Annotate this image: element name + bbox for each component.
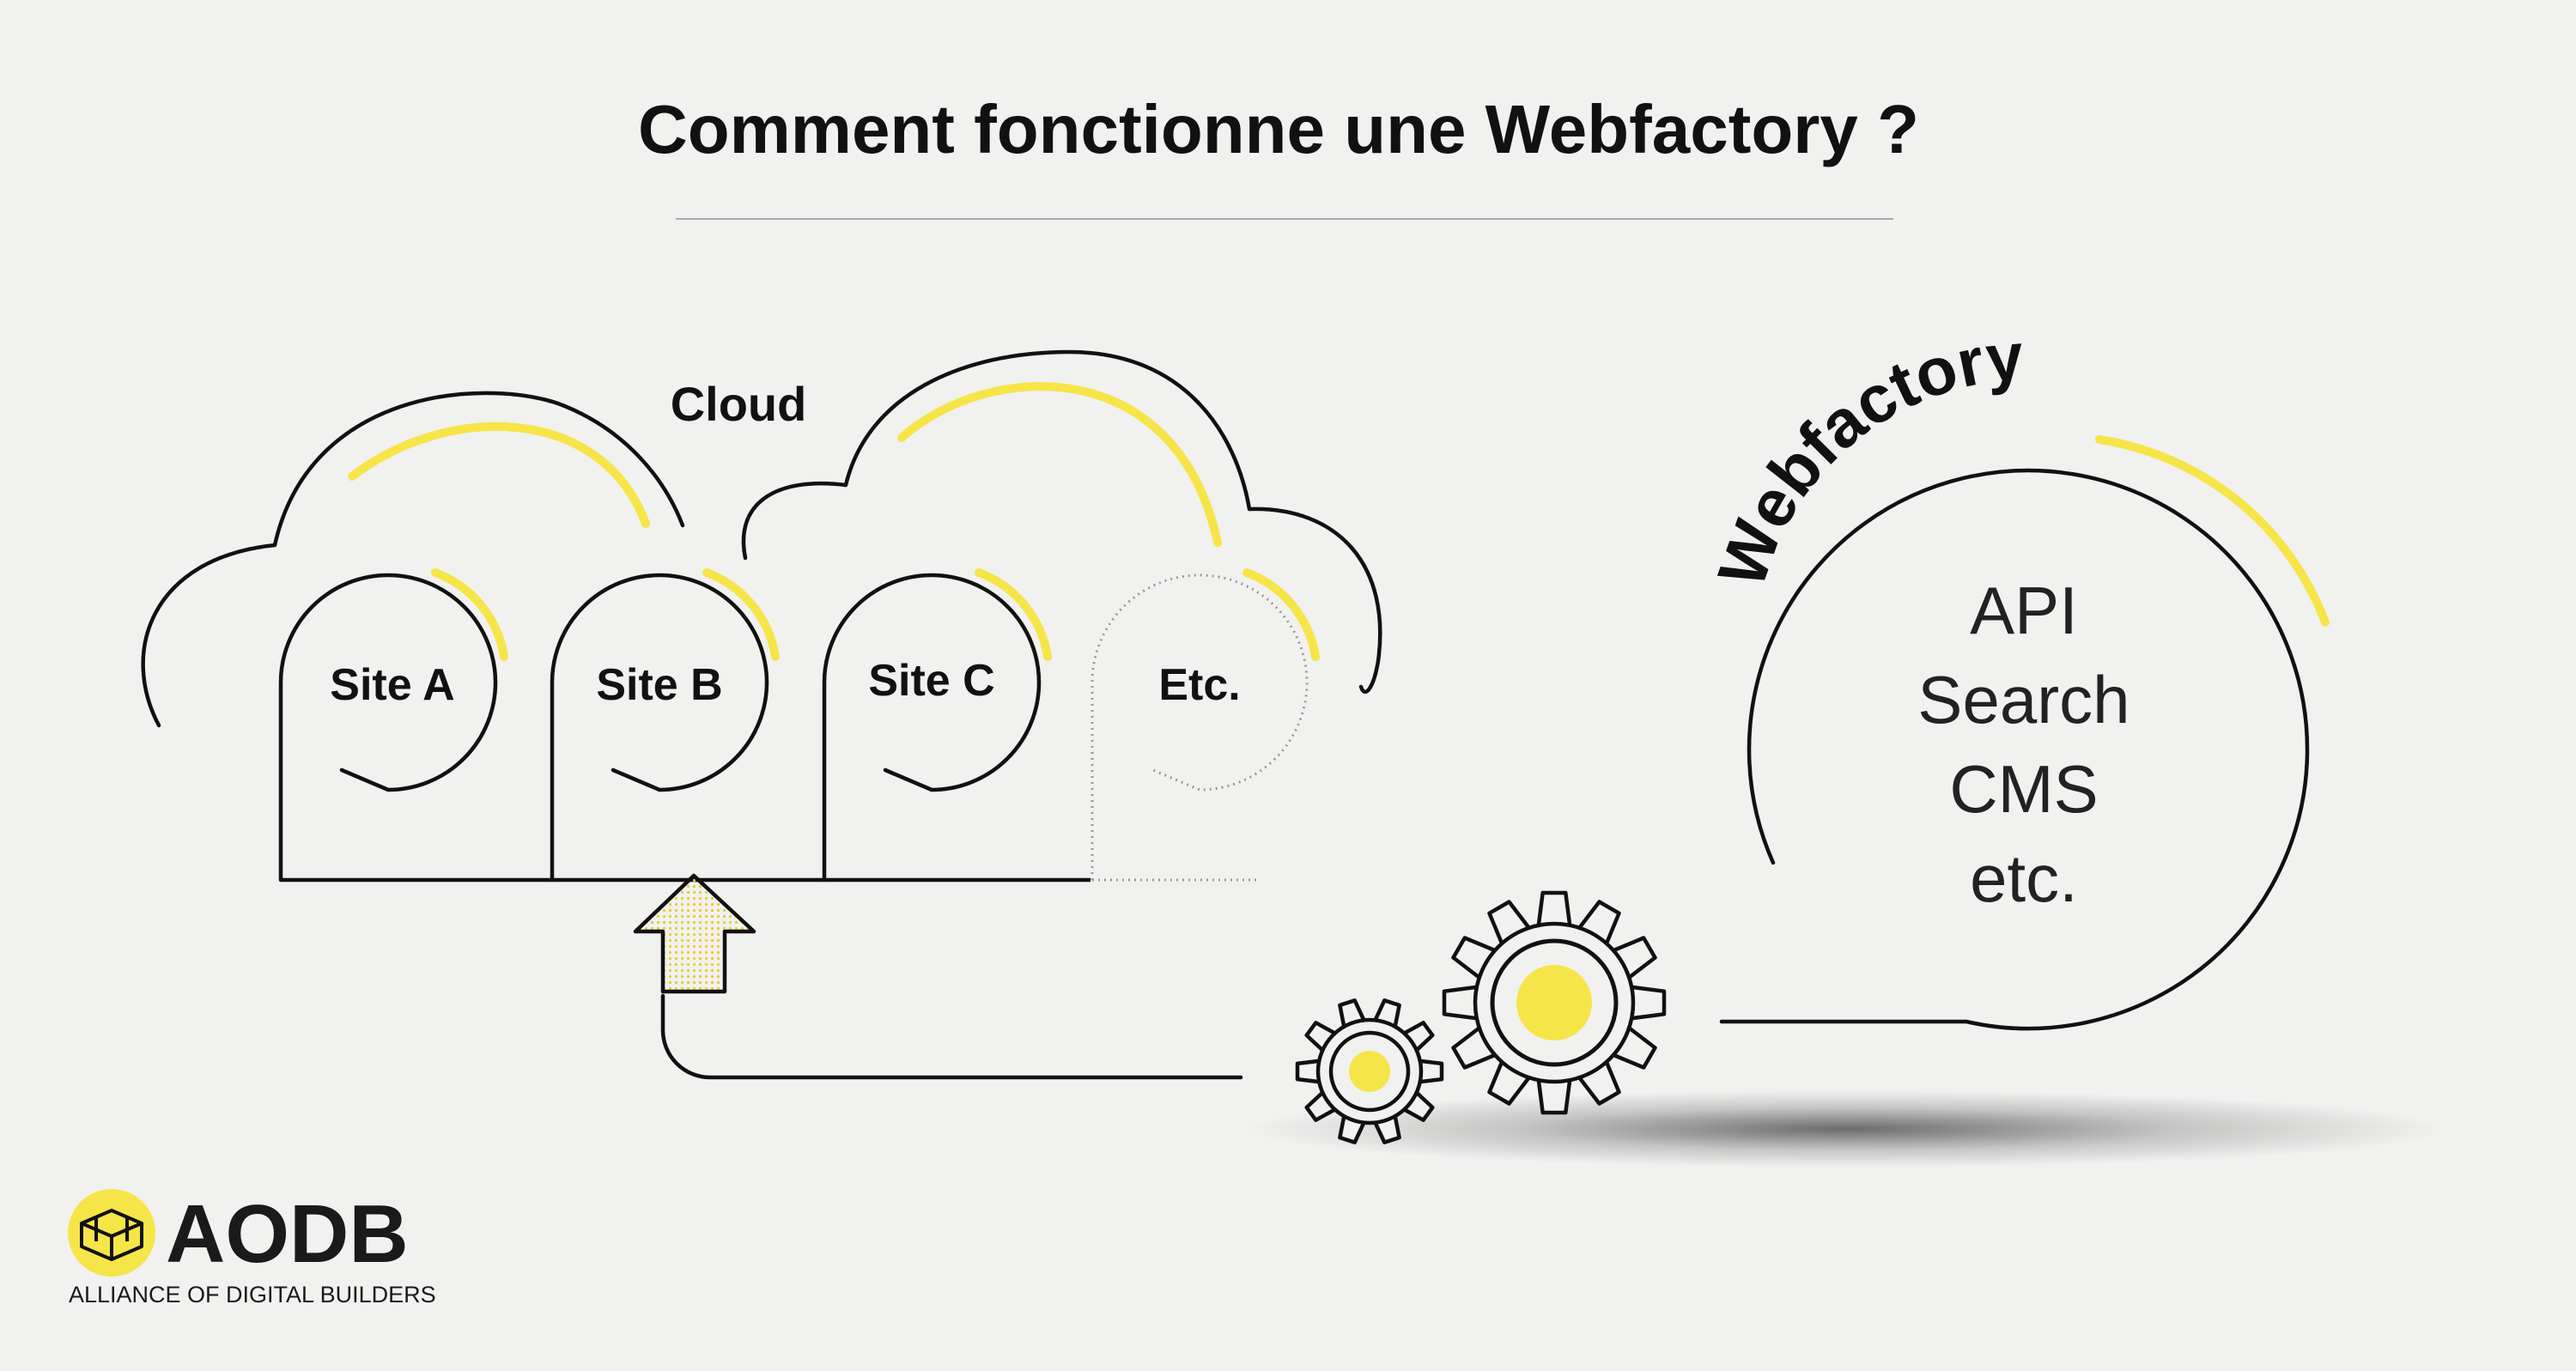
up-arrow-icon xyxy=(633,873,756,994)
site-c-card[interactable]: Site C xyxy=(822,568,1052,883)
webfactory-group: Webfactory API Search CMS etc. xyxy=(1703,318,2330,1031)
cloud-outline-right xyxy=(843,349,1382,694)
logo-badge xyxy=(68,1189,155,1277)
site-b-card[interactable]: Site B xyxy=(550,568,780,883)
webfactory-circle xyxy=(1719,468,2310,1031)
site-b-label: Site B xyxy=(596,660,722,710)
small-gear-icon xyxy=(1295,998,1444,1144)
page-title: Comment fonctionne une Webfactory ? xyxy=(638,91,1919,167)
site-b-outline xyxy=(550,573,769,883)
brand-logo: AODB ALLIANCE OF DIGITAL BUILDERS xyxy=(68,1188,436,1307)
site-etc-highlight xyxy=(1242,568,1320,661)
site-b-highlight xyxy=(702,568,780,661)
site-a-outline xyxy=(278,573,498,883)
site-a-card[interactable]: Site A xyxy=(278,568,508,883)
cloud-outline xyxy=(141,391,685,728)
brand-name: AODB xyxy=(166,1188,409,1280)
cube-icon xyxy=(80,1209,143,1261)
cloud-highlight-2 xyxy=(897,382,1222,547)
webfactory-highlight xyxy=(2095,435,2330,627)
cloud-label: Cloud xyxy=(671,377,807,431)
site-a-label: Site A xyxy=(330,660,454,710)
cloud-outline-small-bump xyxy=(741,481,848,561)
service-etc: etc. xyxy=(1970,840,2078,916)
site-c-outline xyxy=(822,573,1042,883)
site-etc-card[interactable]: Etc. xyxy=(1091,568,1320,880)
large-gear-icon xyxy=(1442,890,1667,1115)
deploy-arrow xyxy=(633,873,1243,1080)
gears xyxy=(1295,890,1667,1144)
site-etc-label: Etc. xyxy=(1158,660,1240,710)
site-a-highlight xyxy=(431,568,508,661)
cloud-highlight-1 xyxy=(348,422,650,528)
site-etc-outline xyxy=(1091,573,1309,880)
service-cms: CMS xyxy=(1949,751,2098,827)
brand-tagline: ALLIANCE OF DIGITAL BUILDERS xyxy=(69,1282,436,1307)
service-api: API xyxy=(1970,573,2078,648)
site-c-label: Site C xyxy=(868,656,994,706)
cloud-group: Cloud Site A Site B Site C Etc. xyxy=(141,349,1382,883)
connector-line xyxy=(660,993,1243,1080)
service-search: Search xyxy=(1917,662,2129,737)
site-c-highlight xyxy=(975,568,1052,661)
webfactory-arc-label: Webfactory xyxy=(1703,318,2026,596)
